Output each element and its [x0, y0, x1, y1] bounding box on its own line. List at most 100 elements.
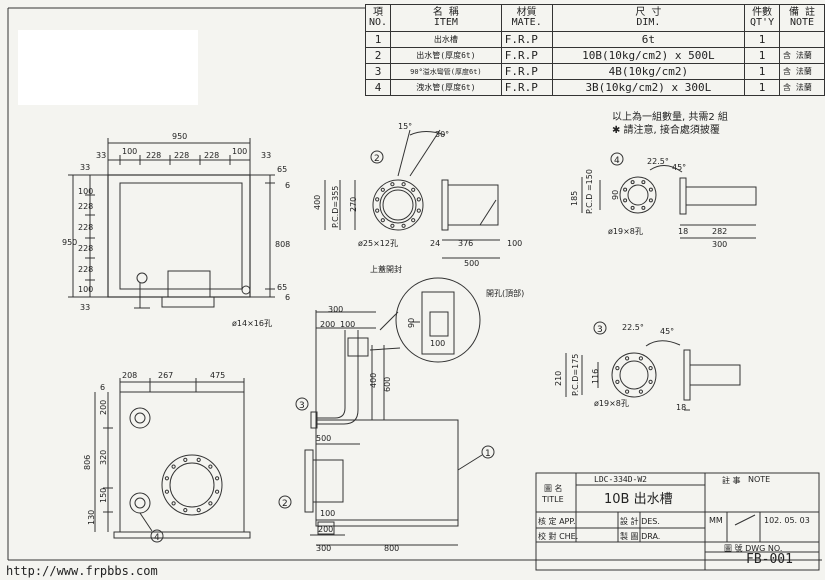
dim-label: 24: [430, 239, 440, 248]
bolt-hole: [183, 457, 188, 462]
dim-label: 100: [232, 147, 247, 156]
bolt-hole: [171, 464, 176, 469]
callout-balloon: [370, 150, 384, 164]
dim-label: 600: [383, 377, 392, 392]
dim-label: 500: [316, 434, 331, 443]
bolt-hole: [411, 218, 416, 223]
tank-side-elevation: [304, 310, 459, 546]
dim-label: P.C.D =150: [585, 169, 594, 214]
bolt-hole: [375, 208, 380, 213]
dim-label: 320: [99, 450, 108, 465]
bolt-hole: [648, 366, 653, 371]
title-label-en: TITLE: [542, 495, 564, 504]
hole-spec-label: ø25×12孔: [358, 239, 398, 248]
callout-balloon: [150, 529, 164, 543]
dim-label: 100: [340, 320, 355, 329]
dim-label: 15°: [398, 122, 412, 131]
bolt-hole: [390, 223, 395, 228]
dim-label: 200: [99, 400, 108, 415]
dim-label: 18: [678, 227, 688, 236]
callout-balloon: [295, 397, 309, 411]
dim-label: 130: [87, 510, 96, 525]
bolt-hole: [638, 389, 644, 394]
callout-number: 4: [614, 156, 620, 166]
dim-label: 300: [316, 544, 331, 553]
bolt-hole: [641, 180, 646, 185]
bolt-hole: [390, 182, 395, 187]
bolt-hole: [196, 457, 201, 462]
dim-label: 100: [507, 239, 522, 248]
bolt-hole: [615, 366, 620, 371]
detail-labels: 上蓋開封 開孔(頂部) 90 100: [370, 264, 524, 348]
title-label: 圖 名: [544, 484, 563, 493]
bolt-hole: [208, 464, 213, 469]
front-elevation-dim-labels: 208 267 475 6 200 320 806 150 130: [83, 371, 225, 525]
dim-label: 806: [83, 455, 92, 470]
title-block-grid: [535, 472, 820, 571]
lid-label: 上蓋開封: [370, 264, 402, 274]
callout-number: 3: [597, 325, 603, 335]
top-view-dim-labels: 950 33 100 228 228 228 100 33 65 6 808 6…: [62, 132, 290, 328]
bolt-hole: [183, 508, 188, 513]
overflow-elbow-flange-view: [565, 340, 741, 411]
drawing-title: 10B 出水槽: [604, 492, 673, 507]
item-callouts: [139, 150, 624, 543]
tank-top-view: [68, 138, 275, 309]
callout-number: 4: [154, 533, 160, 543]
bolt-hole: [630, 180, 635, 185]
callout-number: 3: [299, 401, 305, 411]
watermark-url: http://www.frpbbs.com: [6, 564, 158, 578]
dim-label: 228: [78, 202, 93, 211]
dim-label: 22.5°: [622, 323, 644, 332]
unit-label: MM: [709, 516, 723, 525]
dim-label: P.C.D=355: [331, 186, 340, 228]
dim-label: 116: [591, 369, 600, 384]
dim-label: 282: [712, 227, 727, 236]
dim-label: 950: [62, 238, 77, 247]
dim-label: 475: [210, 371, 225, 380]
note-label: 註 事: [722, 476, 741, 485]
bolt-hole: [380, 218, 385, 223]
note-line: 以上為一組數量, 共需2 組: [612, 112, 728, 123]
bolt-hole: [215, 489, 220, 494]
bolt-hole: [164, 476, 169, 481]
drawing-number: FB-001: [746, 552, 793, 567]
bolt-hole: [164, 489, 169, 494]
callout-number: 2: [282, 499, 288, 509]
checker-label: 校 對 CHE.: [538, 532, 579, 541]
dim-label: 228: [78, 223, 93, 232]
bolt-hole: [208, 501, 213, 506]
dim-label: 376: [458, 239, 473, 248]
flange3-dim-labels: 22.5° 45° 210 P.C.D=175 116 ø19×8孔 18: [554, 323, 686, 412]
callout-numbers: 1 2 2 3 3 4 4: [154, 154, 620, 543]
dwg-no-label: 圖 號 DWG NO.: [724, 544, 783, 553]
dim-label: 228: [78, 244, 93, 253]
flange2-dim-labels: 15° 30° 400 P.C.D=355 270 ø25×12孔 24 376…: [313, 122, 522, 268]
dim-label: 200: [318, 525, 333, 534]
bolt-hole: [638, 356, 644, 361]
bolt-hole: [625, 356, 630, 361]
dim-label: 400: [313, 195, 322, 210]
note-label-en: NOTE: [748, 475, 771, 484]
bom-row: 2 出水管(厚度6t) F.R.P 10B(10kg/cm2) x 500L 1…: [364, 47, 825, 64]
bolt-hole: [171, 501, 176, 506]
bolt-hole: [380, 187, 385, 192]
dim-label: 33: [80, 303, 90, 312]
dim-label: 18: [676, 403, 686, 412]
hole-spec-label: ø19×8孔: [594, 399, 629, 408]
callout-number: 1: [485, 449, 491, 459]
dim-label: 65: [277, 165, 287, 174]
note-line: ✱ 請注意, 接合處須披覆: [612, 125, 720, 136]
title-block: 圖 名 TITLE LDC-334D-W2 10B 出水槽 註 事 NOTE 核…: [536, 473, 819, 570]
dim-label: 30°: [435, 130, 449, 139]
dim-label: 267: [158, 371, 173, 380]
outlet-pipe-flange-view: [324, 129, 500, 259]
designer-label: 設 計 DES.: [620, 517, 660, 526]
dim-label: 100: [78, 187, 93, 196]
dim-label: 950: [172, 132, 187, 141]
bolt-hole: [630, 205, 635, 210]
drawing-date: 102. 05. 03: [764, 516, 810, 525]
